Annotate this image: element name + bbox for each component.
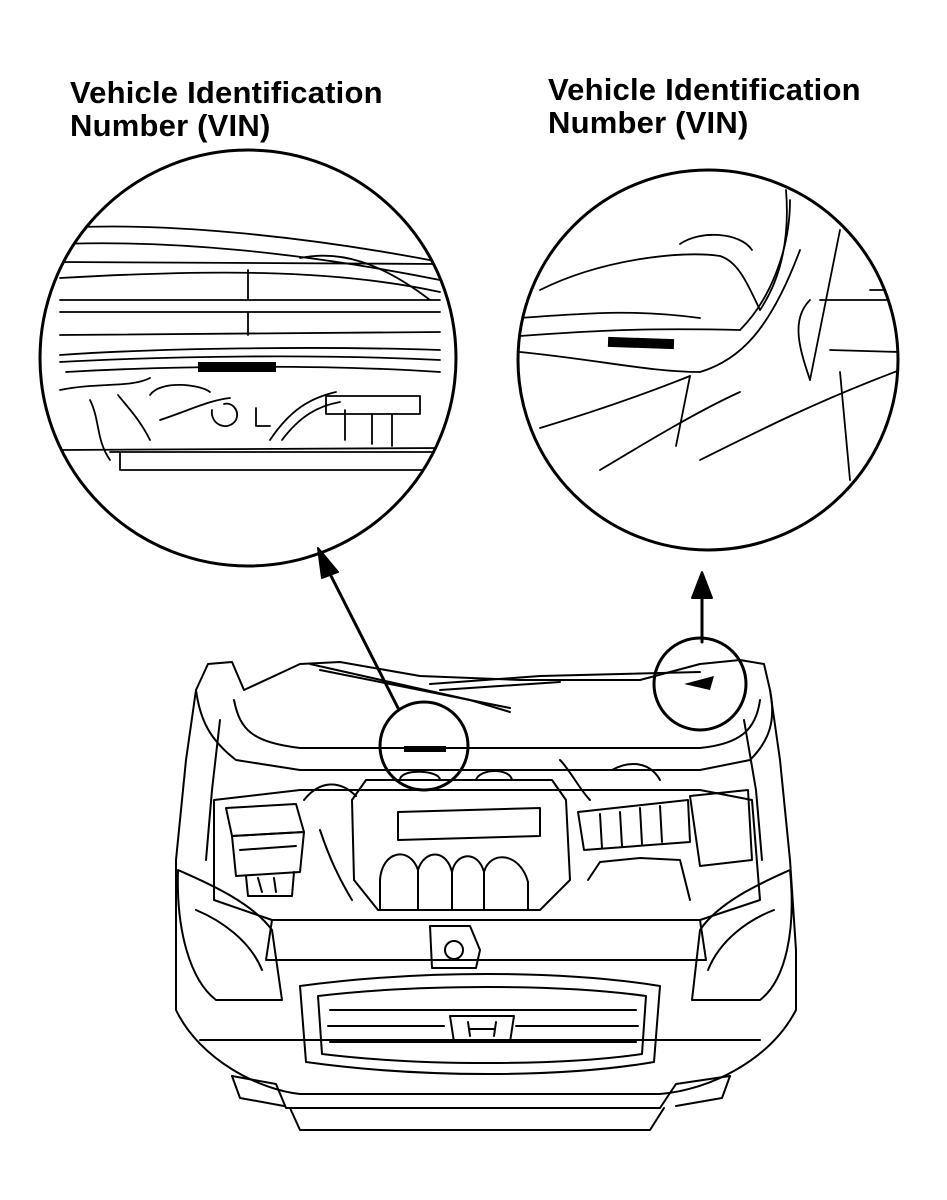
arrow-right xyxy=(692,572,712,642)
callout-circle-right xyxy=(654,638,746,730)
vehicle-front-view xyxy=(176,638,796,1130)
vin-label-left-line1: Vehicle Identification xyxy=(70,75,383,110)
detail-circle-right xyxy=(518,170,900,550)
detail-circle-left xyxy=(40,150,456,566)
vin-label-left-line2: Number (VIN) xyxy=(70,108,271,143)
vin-label-right-line2: Number (VIN) xyxy=(548,105,749,140)
vin-label-right-line1: Vehicle Identification xyxy=(548,72,861,107)
vin-label-left: Vehicle Identification Number (VIN) xyxy=(70,76,383,142)
vin-plate-right xyxy=(607,336,675,350)
arrow-left xyxy=(318,548,398,708)
vin-label-right: Vehicle Identification Number (VIN) xyxy=(548,73,861,139)
vin-plate-left xyxy=(198,362,276,372)
